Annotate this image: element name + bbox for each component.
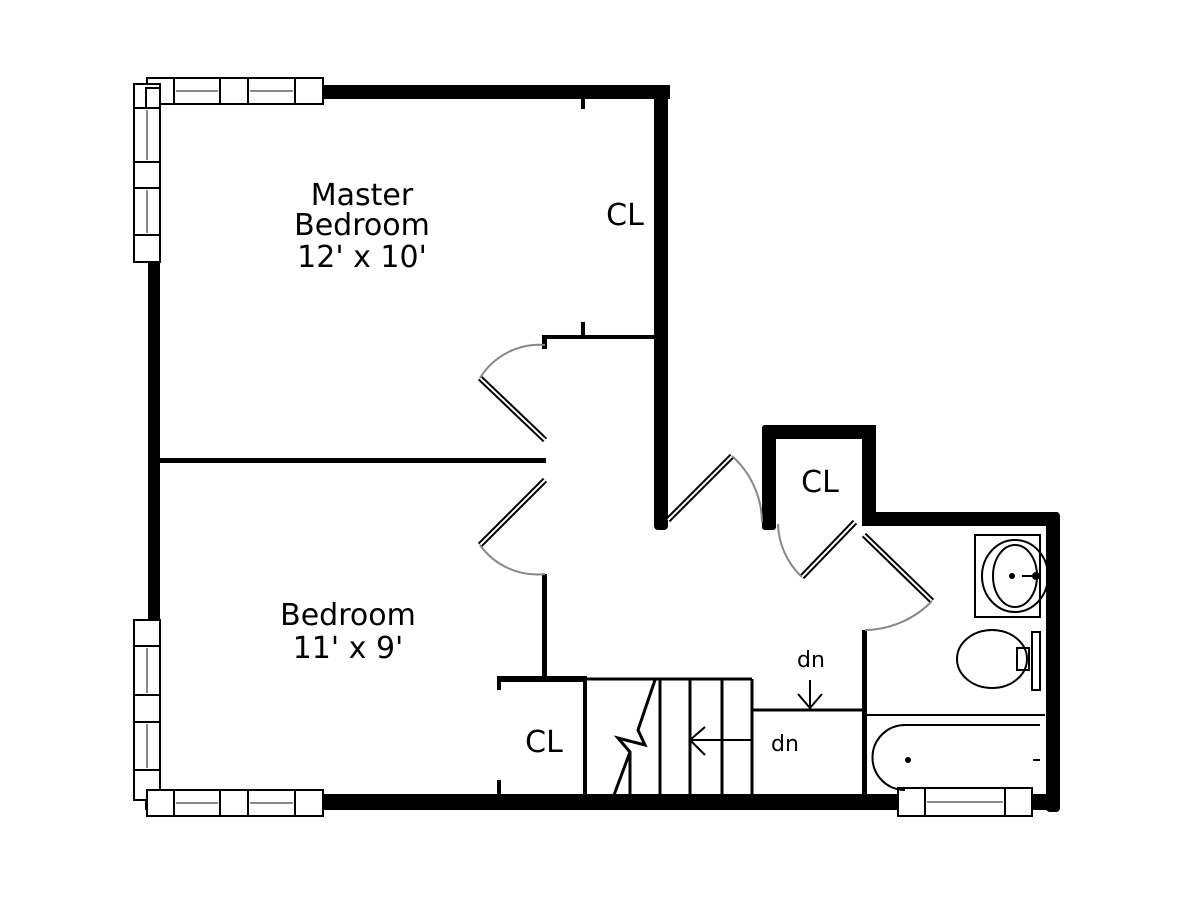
tick-1: [581, 97, 585, 109]
stairs-down-label-1: dn: [797, 648, 825, 673]
windows: [133, 77, 1033, 817]
bottom-wall: [145, 794, 1055, 810]
master-bedroom-label: Master: [311, 178, 414, 213]
master-bedroom-size: 12' x 10': [297, 240, 427, 275]
bathtub-icon: [871, 724, 1040, 791]
staircase: [587, 677, 862, 796]
bathroom-door: [861, 532, 935, 631]
sink-icon: [974, 534, 1049, 618]
closet-top-wall: [762, 425, 876, 439]
arrow-left-icon: [688, 726, 706, 756]
closet-left-wall: [762, 425, 776, 530]
stairs-down-label-2: dn: [771, 732, 799, 757]
master-bifold-door: [477, 343, 548, 443]
doors: [477, 343, 935, 631]
window-left-upper: [133, 83, 161, 263]
toilet-icon: [956, 629, 1041, 691]
bedroom-size: 11' x 9': [293, 631, 404, 666]
hall-wall-upper: [542, 335, 547, 349]
bedroom-label: Bedroom: [280, 598, 416, 633]
tick-2: [581, 322, 585, 336]
closet-right-line: [583, 676, 587, 796]
bedroom-divider: [158, 458, 546, 463]
hall-top-line: [542, 335, 660, 339]
master-closet-label: CL: [606, 198, 644, 233]
bath-top-wall: [862, 512, 1058, 526]
bathroom-fixtures: [867, 534, 1049, 791]
right-wall: [1046, 512, 1060, 812]
left-wall: [148, 260, 160, 622]
walls: [145, 85, 1060, 812]
window-bottom-right: [897, 787, 1033, 817]
bedroom-closet-stub2: [497, 780, 501, 796]
window-bottom-left: [146, 789, 324, 817]
hall-closet-label: CL: [801, 465, 839, 500]
bedroom-closet-label: CL: [525, 725, 563, 760]
bath-left-wall: [862, 630, 867, 798]
arrow-down-icon: [797, 680, 823, 710]
bedroom-closet-stub: [497, 676, 501, 690]
window-top: [146, 77, 324, 105]
hall-closet-door: [665, 453, 763, 523]
window-left-lower: [133, 619, 161, 801]
master-bedroom-label-2: Bedroom: [294, 208, 430, 243]
stair-break-icon: [612, 679, 657, 796]
closet-top-line: [498, 676, 586, 682]
closet-right-wall: [862, 425, 876, 525]
closet-door: [777, 519, 858, 580]
master-right-wall: [654, 85, 668, 530]
labels: Master Bedroom 12' x 10' CL Bedroom 11' …: [280, 178, 839, 760]
top-wall: [320, 85, 670, 99]
bedroom-bifold-door: [477, 477, 548, 576]
hall-wall-lower: [542, 574, 547, 680]
